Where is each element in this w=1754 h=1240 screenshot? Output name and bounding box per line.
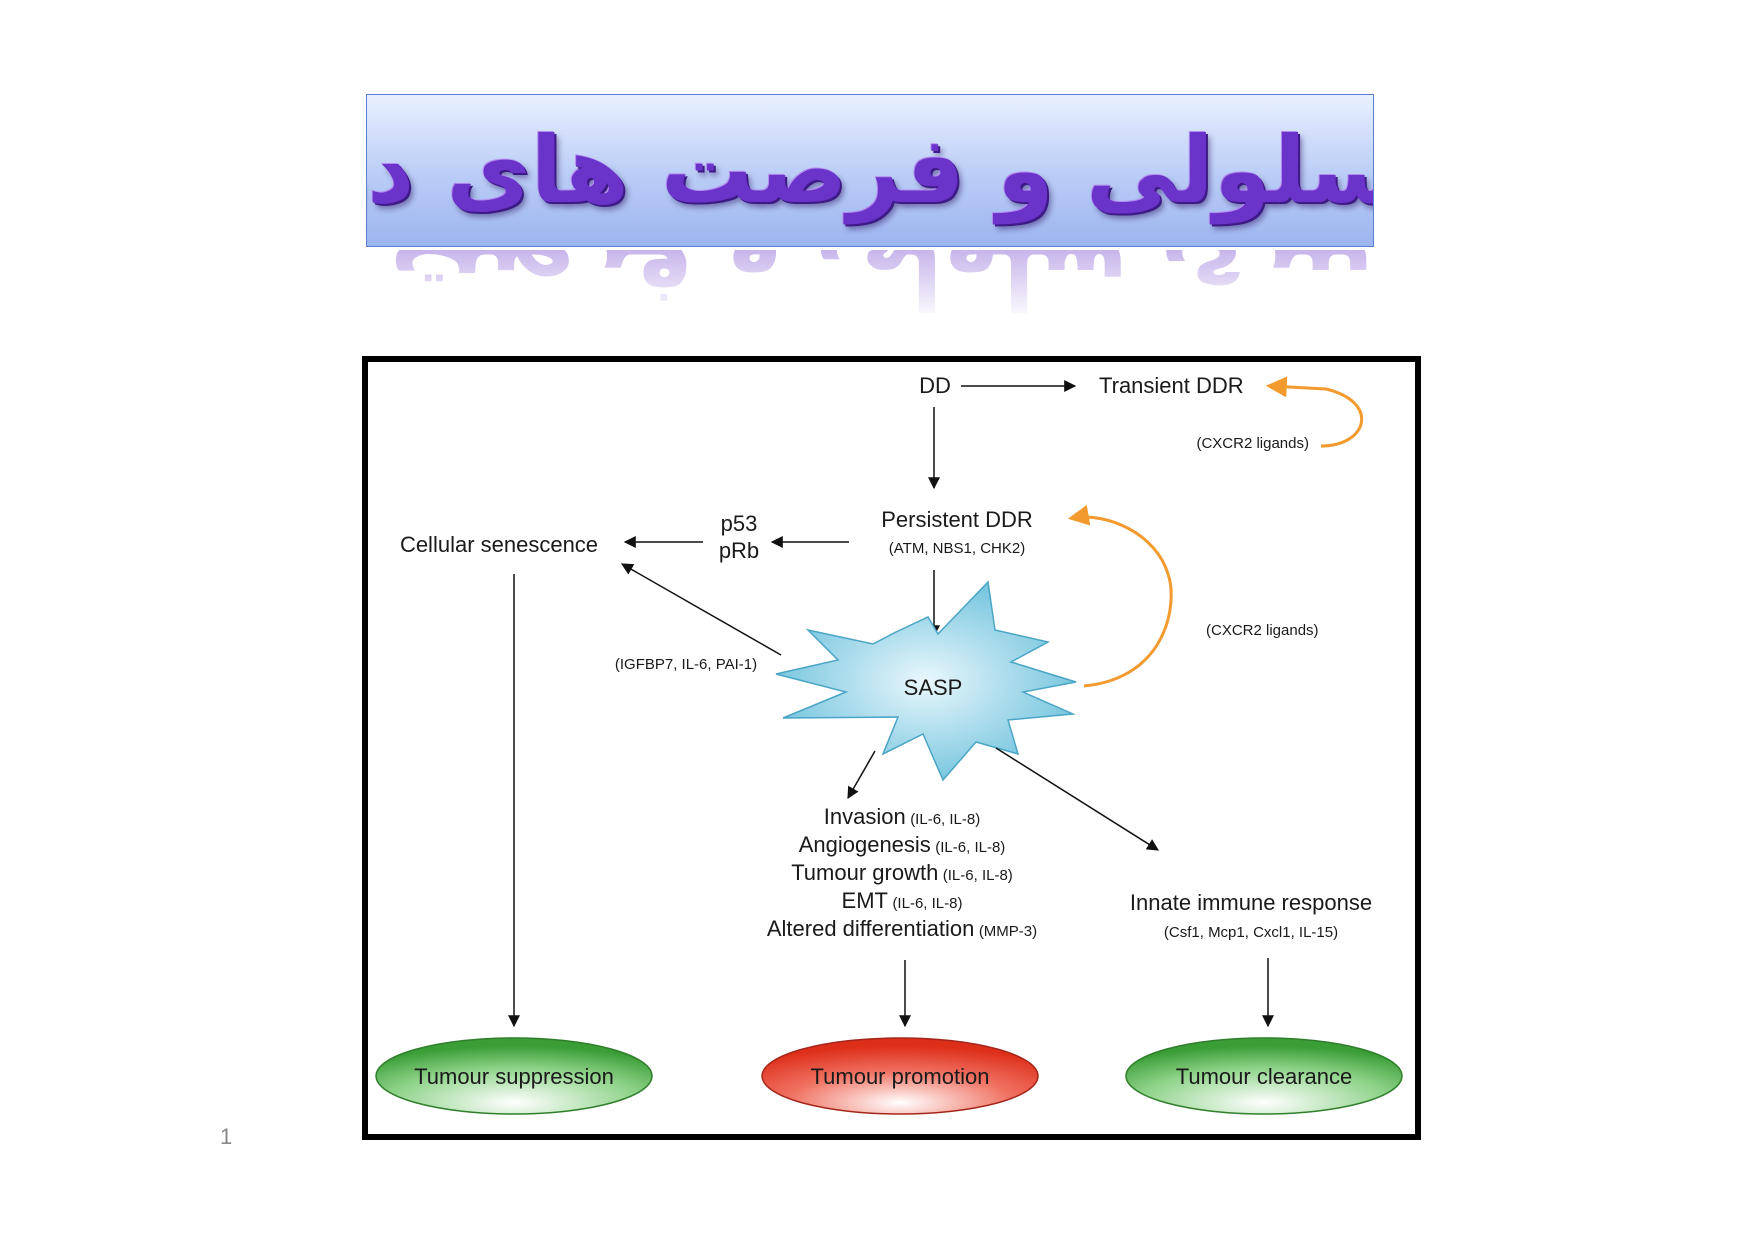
- sasp-label: SASP: [904, 675, 963, 700]
- prb-label: pRb: [719, 538, 759, 563]
- sasp-to-innate-arrow: [995, 747, 1160, 851]
- cxcr2-right-label: (CXCR2 ligands): [1206, 622, 1319, 639]
- innate-immune-label: Innate immune response: [1130, 890, 1372, 915]
- page-number: 1: [220, 1124, 233, 1149]
- cellular-senescence-label: Cellular senescence: [400, 532, 598, 557]
- title-reflection: پیری سلولی و فرصت های درمانی: [366, 250, 1374, 330]
- tumour-clearance-label: Tumour clearance: [1176, 1064, 1352, 1089]
- tumour-promotion-oval: [761, 1037, 1039, 1115]
- persistent-ddr-sub: (ATM, NBS1, CHK2): [889, 540, 1025, 557]
- innate-immune-sub: (Csf1, Mcp1, Cxcl1, IL-15): [1164, 924, 1338, 941]
- senescence-diagram: DD Transient DDR (CXCR2 ligands) Persist…: [375, 373, 1403, 1115]
- transient-ddr-label: Transient DDR: [1099, 373, 1244, 398]
- effect-emt: EMT (IL-6, IL-8): [842, 888, 963, 913]
- sasp-to-senescence-arrow: [620, 563, 782, 656]
- effect-invasion: Invasion (IL-6, IL-8): [824, 804, 980, 829]
- dd-label: DD: [919, 373, 951, 398]
- diagram-frame: DD Transient DDR (CXCR2 ligands) Persist…: [362, 356, 1421, 1140]
- tumour-clearance-oval: [1125, 1037, 1403, 1115]
- sasp-to-effects-arrow: [847, 750, 876, 800]
- slide-title: پیری سلولی و فرصت های درمانی: [367, 116, 1374, 224]
- igfbp-label: (IGFBP7, IL-6, PAI-1): [615, 656, 757, 673]
- orange-loop-right-arrow: [1067, 504, 1173, 688]
- tumour-promotion-label: Tumour promotion: [811, 1064, 990, 1089]
- tumour-suppression-label: Tumour suppression: [414, 1064, 614, 1089]
- orange-loop-top-arrow: [1265, 376, 1364, 448]
- cxcr2-top-label: (CXCR2 ligands): [1196, 435, 1309, 452]
- slide-title-reflection: پیری سلولی و فرصت های درمانی: [366, 250, 1374, 328]
- title-banner: پیری سلولی و فرصت های درمانی: [366, 94, 1374, 247]
- effect-altered-differentiation: Altered differentiation (MMP-3): [767, 916, 1037, 941]
- effect-tumour-growth: Tumour growth (IL-6, IL-8): [791, 860, 1013, 885]
- tumour-suppression-oval: [375, 1037, 653, 1115]
- persistent-ddr-label: Persistent DDR: [881, 507, 1033, 532]
- effect-angiogenesis: Angiogenesis (IL-6, IL-8): [799, 832, 1006, 857]
- p53-label: p53: [721, 511, 758, 536]
